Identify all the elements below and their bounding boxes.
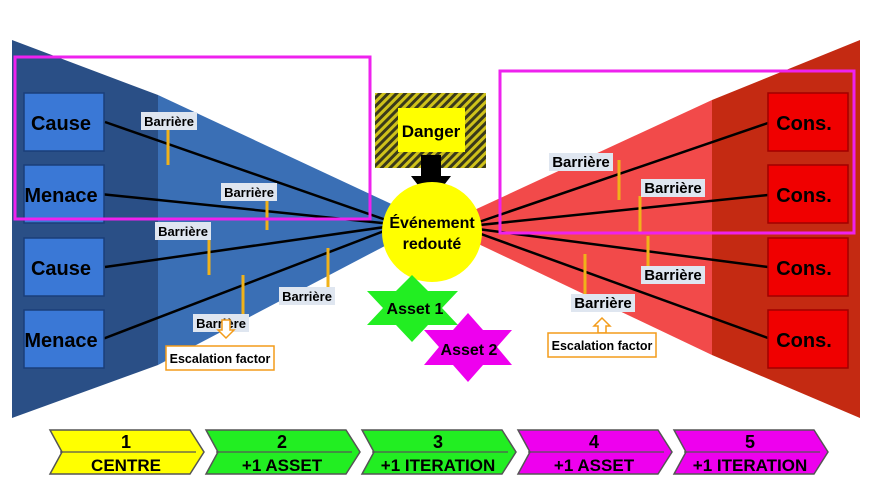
right-barrier-4: Barrière — [574, 295, 632, 312]
right-box-2 — [767, 164, 849, 224]
left-barrier-3: Barrière — [158, 224, 208, 239]
right-barrier-1-bg — [549, 153, 613, 171]
danger-node: Danger — [375, 93, 486, 202]
right-box-4 — [767, 309, 849, 369]
right-box-label-3: Cons. — [776, 258, 832, 280]
right-box-label-4: Cons. — [776, 330, 832, 352]
event-circle — [382, 182, 482, 282]
left-box-label-3: Cause — [31, 258, 91, 280]
step-1-number: 1 — [121, 432, 131, 452]
left-box-label-4: Menace — [24, 330, 97, 352]
highlight-frame-right — [498, 69, 856, 235]
right-box-1 — [767, 92, 849, 152]
event-label-line1: Événement — [389, 213, 475, 232]
left-box-1 — [23, 92, 105, 152]
escalation-label-right: Escalation factor — [552, 339, 653, 353]
step-2: 2 +1 ASSET — [204, 429, 361, 475]
asset-2-star — [424, 313, 512, 382]
step-4-label: +1 ASSET — [554, 456, 635, 475]
danger-label: Danger — [402, 122, 461, 141]
step-2-label: +1 ASSET — [242, 456, 323, 475]
event-node: Événement redouté — [382, 182, 482, 282]
right-box-label-2: Cons. — [776, 185, 832, 207]
escalation-arrow-right — [592, 316, 612, 334]
left-barrier-4: Barrière — [282, 289, 332, 304]
escalation-label-left: Escalation factor — [170, 352, 271, 366]
asset-2-label: Asset 2 — [441, 342, 498, 359]
step-3-label: +1 ITERATION — [381, 456, 495, 475]
right-barrier-3-bg — [641, 266, 705, 284]
left-box-3 — [23, 237, 105, 297]
step-5: 5 +1 ITERATION — [672, 429, 829, 475]
right-barrier-1: Barrière — [552, 154, 610, 171]
escalation-box-left — [165, 345, 275, 371]
asset-1: Asset 1 — [367, 275, 458, 342]
event-label-line2: redouté — [403, 236, 462, 253]
step-3: 3 +1 ITERATION — [360, 429, 517, 475]
danger-box — [398, 108, 465, 152]
escalation-factor-left: Escalation factor — [165, 319, 275, 371]
step-5-label: +1 ITERATION — [693, 456, 807, 475]
left-box-label-1: Cause — [31, 113, 91, 135]
left-barrier-5-bg — [193, 314, 249, 332]
asset-1-label: Asset 1 — [387, 301, 444, 318]
highlight-frame-left — [13, 55, 372, 221]
left-barrier-2: Barrière — [224, 185, 274, 200]
right-barrier-2-bg — [641, 179, 705, 197]
step-3-number: 3 — [433, 432, 443, 452]
left-barrier-1-bg — [141, 112, 197, 130]
left-box-4 — [23, 309, 105, 369]
left-barrier-1: Barrière — [144, 114, 194, 129]
right-box-3 — [767, 237, 849, 297]
step-1-label: CENTRE — [91, 456, 161, 475]
left-barrier-4-bg — [279, 287, 335, 305]
left-barrier-3-bg — [155, 222, 211, 240]
right-funnel — [470, 100, 712, 355]
escalation-arrow-left — [216, 319, 236, 340]
left-barrier-2-bg — [221, 183, 277, 201]
right-barrier-3: Barrière — [644, 267, 702, 284]
step-4: 4 +1 ASSET — [516, 429, 673, 475]
escalation-box-right — [547, 332, 657, 358]
step-2-number: 2 — [277, 432, 287, 452]
left-box-2 — [23, 164, 105, 224]
escalation-factor-right: Escalation factor — [547, 316, 657, 358]
barrier-ticks — [166, 128, 650, 315]
asset-1-star — [367, 275, 458, 342]
right-box-label-1: Cons. — [776, 113, 832, 135]
step-4-number: 4 — [589, 432, 599, 452]
right-barrier-2: Barrière — [644, 180, 702, 197]
danger-arrow — [411, 155, 451, 202]
barrier-labels: BarrièreBarrièreBarrièreBarrièreBarrière… — [141, 112, 705, 332]
right-boxes: Cons. Cons. Cons. Cons. — [767, 92, 849, 369]
step-5-number: 5 — [745, 432, 755, 452]
left-barrier-5: Barrière — [196, 316, 246, 331]
right-barrier-4-bg — [571, 294, 635, 312]
asset-2: Asset 2 — [424, 313, 512, 382]
left-box-label-2: Menace — [24, 185, 97, 207]
